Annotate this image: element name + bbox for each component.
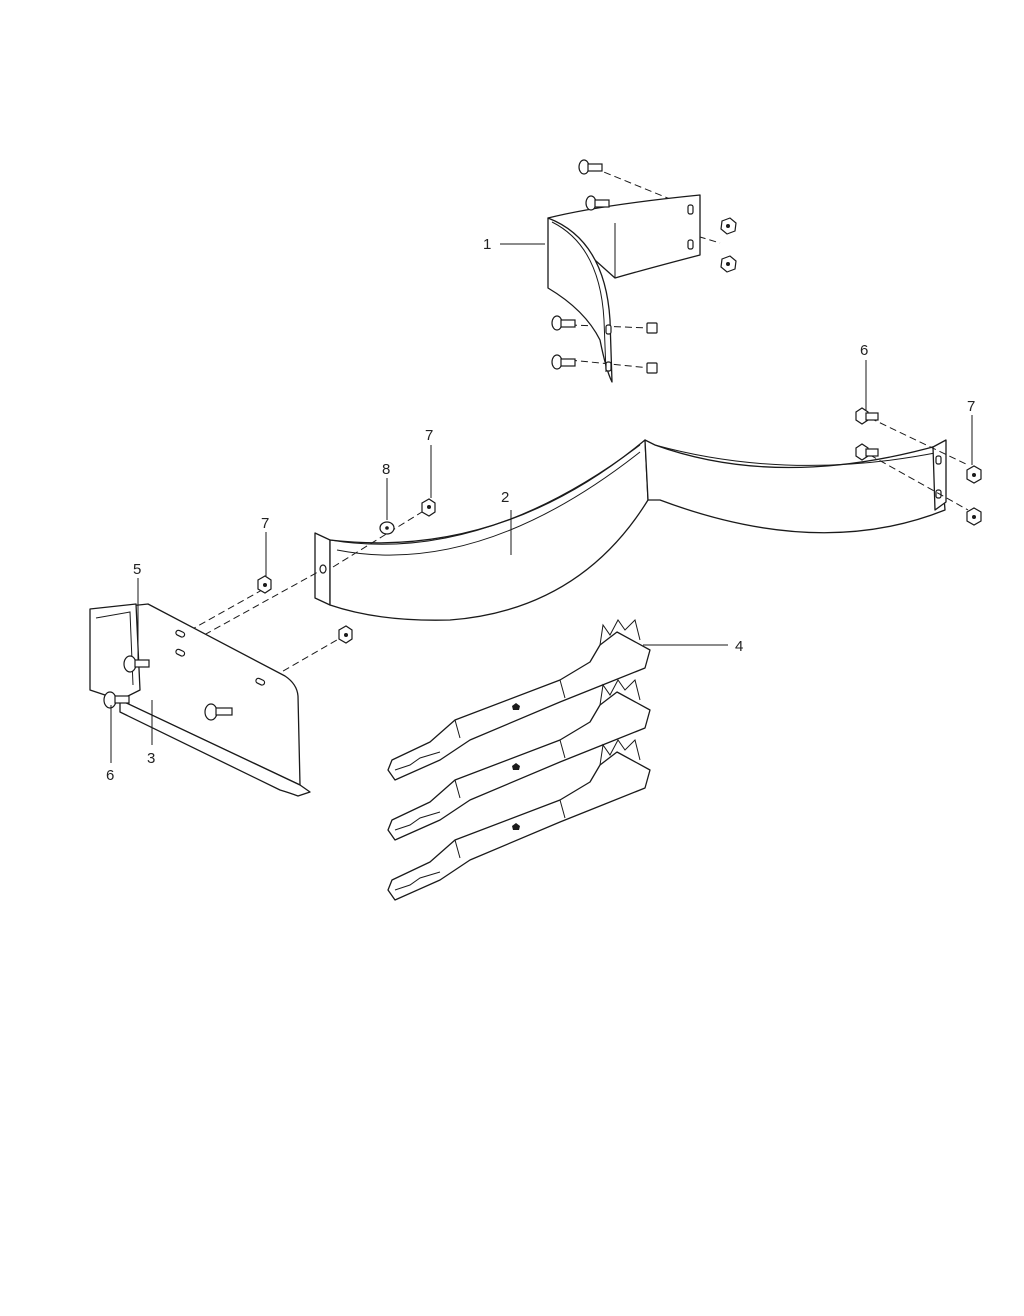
mower-blade [387,619,651,781]
hex-nut-icon [966,465,982,484]
part-1-upper-baffle [547,159,737,383]
carriage-bolt-icon [578,159,603,175]
hex-nut-icon [338,625,353,644]
washer-icon [379,521,395,535]
hex-nut-icon [257,575,272,594]
carriage-bolt-icon [123,655,150,673]
leader-lines [110,243,973,763]
callout-7-left: 7 [261,515,269,532]
callout-4: 4 [735,638,743,655]
carriage-bolt-icon [855,443,879,461]
mower-blade [387,739,651,901]
carriage-bolt-icon [585,195,610,211]
part-2-curved-baffle [314,407,982,621]
mower-blade [387,679,651,841]
callout-8: 8 [382,461,390,478]
callout-3: 3 [147,750,155,767]
callout-6-right: 6 [860,342,868,359]
callout-2: 2 [501,489,509,506]
callout-5: 5 [133,561,141,578]
part-4-mower-blades [387,619,651,901]
hex-nut-icon [720,217,737,235]
carriage-bolt-icon [551,315,576,331]
callout-1: 1 [483,236,491,253]
hex-nut-icon [966,507,982,526]
hex-nut-icon [421,498,436,517]
callout-6-left: 6 [106,767,114,784]
carriage-bolt-icon [103,691,130,709]
callout-labels: 1 2 3 4 5 6 6 7 7 7 8 [106,236,975,784]
carriage-bolt-icon [855,407,879,425]
part-3-side-plate [89,571,353,797]
carriage-bolt-icon [551,354,576,370]
carriage-bolt-icon [204,703,233,721]
callout-7-middle: 7 [425,427,433,444]
callout-7-right: 7 [967,398,975,415]
hex-nut-icon [720,255,737,273]
